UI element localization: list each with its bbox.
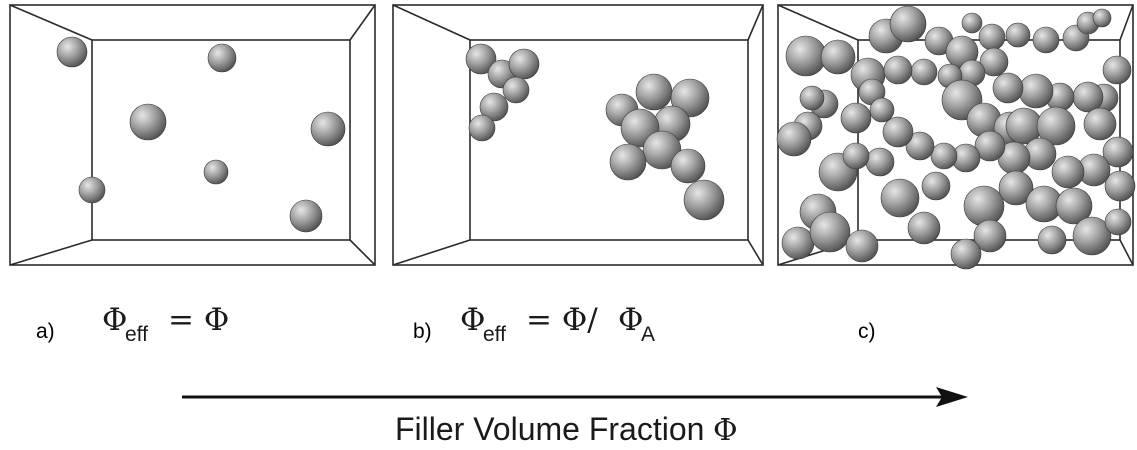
filler-sphere bbox=[907, 211, 941, 245]
filler-sphere bbox=[961, 12, 983, 34]
filler-sphere bbox=[479, 92, 509, 122]
filler-sphere bbox=[950, 238, 982, 270]
filler-sphere bbox=[973, 219, 1007, 253]
filler-sphere bbox=[670, 78, 710, 118]
filler-sphere bbox=[869, 97, 895, 123]
filler-sphere bbox=[910, 58, 938, 86]
filler-sphere bbox=[1102, 136, 1134, 168]
filler-sphere bbox=[905, 131, 935, 161]
filler-sphere bbox=[865, 147, 895, 177]
filler-sphere bbox=[880, 178, 920, 218]
filler-sphere bbox=[776, 121, 812, 157]
filler-sphere bbox=[963, 185, 1005, 227]
filler-sphere bbox=[207, 43, 237, 73]
panel-b-label: b) bbox=[413, 320, 432, 343]
formula-b-lhs: Φ bbox=[460, 302, 485, 338]
filler-sphere bbox=[468, 114, 496, 142]
panel-a-label: a) bbox=[36, 320, 55, 343]
filler-sphere bbox=[883, 55, 913, 85]
filler-sphere bbox=[992, 72, 1024, 104]
filler-sphere bbox=[1051, 155, 1085, 189]
filler-sphere bbox=[1018, 73, 1054, 109]
filler-sphere bbox=[502, 76, 530, 104]
panel-b-box bbox=[392, 4, 764, 266]
panel-c-label: c) bbox=[858, 320, 876, 343]
filler-sphere bbox=[642, 130, 682, 170]
panel-b-spheres bbox=[465, 43, 725, 221]
filler-sphere bbox=[809, 211, 851, 253]
panel-b-formula: Φ eff = Φ/ Φ A bbox=[460, 302, 655, 346]
filler-sphere bbox=[1092, 8, 1112, 28]
filler-sphere bbox=[842, 142, 870, 170]
filler-sphere bbox=[781, 226, 815, 260]
formula-a-rhs: = Φ bbox=[168, 302, 229, 338]
filler-sphere bbox=[978, 23, 1006, 51]
filler-sphere bbox=[921, 171, 951, 201]
filler-sphere bbox=[609, 143, 647, 181]
filler-sphere bbox=[930, 142, 958, 170]
axis-symbol: Φ bbox=[713, 413, 738, 448]
filler-sphere bbox=[683, 179, 725, 221]
filler-sphere bbox=[820, 39, 856, 75]
panel-a-box bbox=[9, 4, 376, 266]
filler-sphere bbox=[635, 73, 673, 111]
panel-a-spheres bbox=[56, 36, 346, 233]
axis-caption: Filler Volume Fraction bbox=[395, 411, 704, 447]
formula-a-subscript: eff bbox=[125, 323, 148, 346]
filler-sphere bbox=[56, 36, 88, 68]
filler-sphere bbox=[1032, 26, 1060, 54]
filler-sphere bbox=[845, 229, 879, 263]
formula-b-rhs-phi: Φ bbox=[618, 302, 643, 338]
filler-sphere bbox=[889, 5, 927, 43]
panel-a-formula: Φ eff = Φ bbox=[102, 302, 229, 346]
filler-sphere bbox=[799, 85, 825, 111]
filler-sphere bbox=[129, 103, 167, 141]
filler-sphere bbox=[1102, 55, 1132, 85]
filler-sphere bbox=[203, 159, 229, 185]
filler-sphere bbox=[1083, 107, 1117, 141]
filler-sphere bbox=[78, 176, 106, 204]
formula-a-lhs: Φ bbox=[102, 302, 127, 338]
filler-sphere bbox=[1005, 22, 1031, 48]
filler-sphere bbox=[1037, 225, 1067, 255]
formula-b-subscript: eff bbox=[483, 323, 506, 346]
filler-sphere bbox=[508, 48, 540, 80]
filler-sphere bbox=[974, 130, 1006, 162]
filler-sphere bbox=[1104, 170, 1136, 202]
volume-fraction-arrow bbox=[182, 387, 968, 407]
filler-sphere bbox=[670, 148, 706, 184]
panel-c-spheres bbox=[776, 5, 1136, 270]
filler-sphere bbox=[310, 111, 346, 147]
filler-sphere bbox=[979, 47, 1009, 77]
filler-sphere bbox=[1055, 187, 1093, 225]
formula-b-rhs: = Φ/ bbox=[526, 302, 598, 338]
filler-sphere bbox=[998, 170, 1034, 206]
formula-b-rhs-subscript: A bbox=[641, 323, 655, 346]
filler-sphere bbox=[840, 102, 872, 134]
filler-sphere bbox=[465, 43, 497, 75]
filler-sphere bbox=[1104, 208, 1132, 236]
filler-sphere bbox=[1072, 81, 1104, 113]
filler-sphere bbox=[785, 35, 827, 77]
filler-sphere bbox=[289, 199, 323, 233]
filler-sphere bbox=[882, 116, 914, 148]
filler-sphere bbox=[1036, 106, 1076, 146]
filler-sphere bbox=[1072, 216, 1112, 256]
